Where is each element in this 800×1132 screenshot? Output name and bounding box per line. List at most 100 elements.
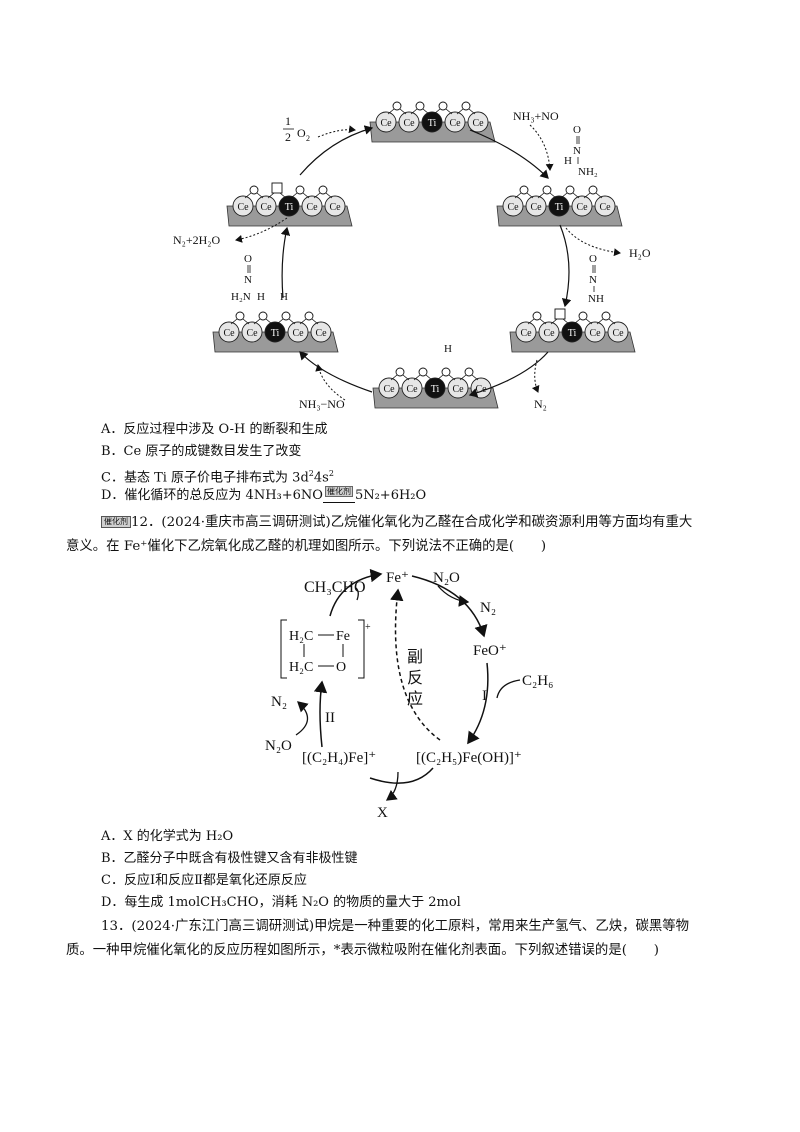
n2-top-label: N₂ [480,600,496,616]
cycle-arrow-right [559,224,572,308]
ch3cho-label: CH₃CHO [304,579,366,596]
q12-option-a: A．X 的化学式为 H₂O [101,829,234,844]
ce-atom-label: Ce [329,202,341,213]
arrow-feo-to-complex [467,662,489,745]
ti-atom [548,195,570,217]
ti-atom-label: Ti [428,118,437,129]
svg-text:O: O [244,253,252,265]
arrow-n2o-in [437,585,470,607]
oxygen-atom [438,101,448,111]
svg-text:H: H [280,291,288,303]
ti-atom-label: Ti [555,202,564,213]
ce-atom [401,377,423,399]
svg-text:H: H [564,155,572,167]
oxygen-atom [295,185,305,195]
ti-atom-label: Ti [285,202,294,213]
cycle-arrow-top-right [469,129,549,179]
ce-atom-label: Ce [472,118,484,129]
oxygen-atom [532,311,542,321]
ce-atom [502,195,524,217]
oxygen-atom [318,185,328,195]
arrow-c2h4fe-to-ring [313,680,328,748]
half-o2-label: 1 2 O 2 [283,114,310,144]
ce-atom-label: Ce [306,202,318,213]
svg-text:O: O [573,124,581,136]
svg-text:Fe: Fe [336,629,350,644]
oxygen-vacancy [554,308,566,320]
nh3-no-bottom-label: NH₃−NO [299,397,345,411]
arrow-complex-to-c2h4fe [369,767,434,784]
oxygen-atom [461,101,471,111]
svg-text:NH: NH [588,293,604,305]
side-reaction-char-3: 应 [407,689,423,708]
ti-atom-label: Ti [271,328,280,339]
n2o-top-label: N₂O [433,570,460,586]
ce-atom [255,195,277,217]
ti-atom-label: Ti [431,384,440,395]
feo-plus-label: FeO⁺ [473,643,507,659]
arrow-ch3cho-out [355,587,359,601]
ce-atom [444,111,466,133]
ti-atom-label: Ti [568,328,577,339]
ce-atom-label: Ce [612,328,624,339]
ce-atom [584,321,606,343]
ce-atom-label: Ce [403,118,415,129]
ce-atom-label: Ce [315,328,327,339]
svg-text:H: H [257,291,265,303]
oxygen-atom [249,185,259,195]
svg-text:H₂C: H₂C [289,660,313,675]
h-on-oxygen-bottom: H [444,343,452,355]
svg-text:H₂N: H₂N [231,291,251,303]
side-reaction-char-1: 副 [407,648,423,666]
ce-atom-label: Ce [223,328,235,339]
ce-atom-label: Ce [520,328,532,339]
ce-atom-label: Ce [543,328,555,339]
arrow-ring-to-fe [329,568,383,617]
oxygen-atom [578,311,588,321]
side-reaction-dashed-arrow [390,588,441,741]
ce-atom [467,111,489,133]
arrow-c2h6-in [496,679,521,699]
ce-atom [301,195,323,217]
x-label: X [377,805,388,821]
ce-atom-label: Ce [246,328,258,339]
fe-plus-label: Fe⁺ [386,570,409,586]
arrow-n2o-n2-side [295,701,309,736]
oxygen-atom [464,367,474,377]
ce-atom-label: Ce [449,118,461,129]
q11-option-b: B．Ce 原子的成键数目发生了改变 [101,444,302,459]
ce-atom [324,195,346,217]
ce-atom-label: Ce [406,384,418,395]
n2-bottom-label: N₂ [534,397,547,411]
ce-atom-label: Ce [599,202,611,213]
ce-atom [287,321,309,343]
ce-atom [375,111,397,133]
ce-atom-label: Ce [589,328,601,339]
svg-text:+: + [365,622,371,633]
cycle-arrow-left [280,226,291,299]
oxygen-atom [281,311,291,321]
ce-atom-label: Ce [380,118,392,129]
q13-stem-line2: 质。一种甲烷催化氧化的反应历程如图所示，*表示微粒吸附在催化剂表面。下列叙述错误… [66,943,659,958]
adsorbate-right-top: O N H NH₂ [564,124,598,178]
ce-atom [515,321,537,343]
n2-h2o-left-label: N₂+2H₂O [173,233,220,247]
svg-text:O: O [336,660,346,675]
svg-text:2: 2 [285,130,291,144]
c2h6-label: C₂H₆ [522,673,553,689]
ce-atom-label: Ce [237,202,249,213]
ce-atom-label: Ce [383,384,395,395]
q12-stem-line2: 意义。在 Fe⁺催化下乙烷氧化成乙醛的机理如图所示。下列说法不正确的是( ) [66,539,547,554]
catalyst-badge: 催化剂 [101,516,131,528]
cycle-arrow-bottom-right [468,351,549,398]
catalyst-arrow: 催化剂 [322,486,355,506]
ce-atom [310,321,332,343]
nh3-no-top-label: NH₃+NO [513,109,559,123]
oxygen-atom [392,101,402,111]
ring-intermediate: H₂C Fe + H₂C O [280,619,371,679]
q11-option-a: A．反应过程中涉及 O-H 的断裂和生成 [101,422,328,437]
